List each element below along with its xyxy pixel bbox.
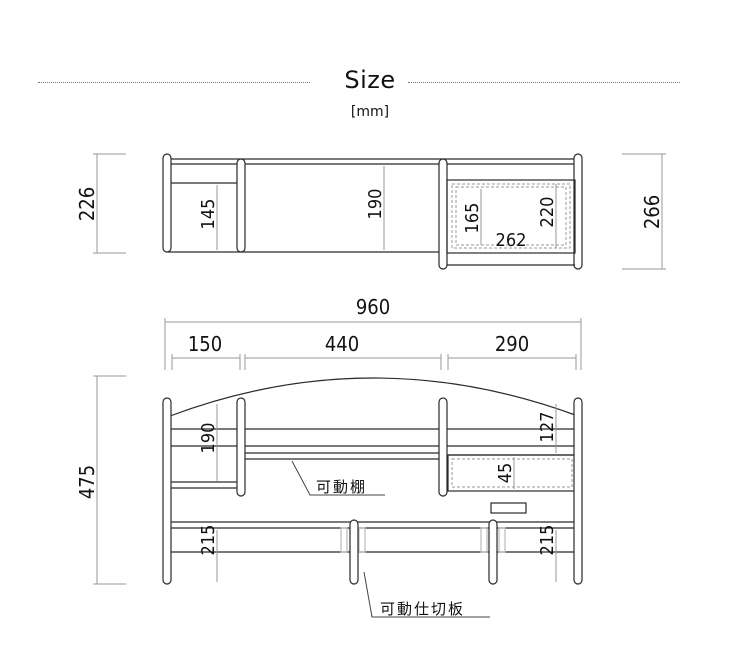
front-mid-left-post [236,397,246,497]
callout-movable-shelf-label: 可動棚 [316,478,367,496]
dim-440-label: 440 [325,332,359,356]
dim-145-label: 145 [198,199,219,230]
dim-290-label: 290 [495,332,529,356]
title-rule-left [38,82,310,83]
dim-475-label: 475 [75,465,99,499]
dim-215-left-label: 215 [198,525,219,556]
diagram-title: Size [344,66,396,94]
dim-150-label: 150 [188,332,222,356]
dim-165-label: 165 [462,203,483,234]
front-partition-right-shadow-2 [498,527,506,553]
front-drawer-handle [490,502,527,514]
dim-220-label: 220 [537,197,558,228]
front-partition-left [349,519,359,585]
dim-127-label: 127 [537,412,558,443]
callout-movable-partition-label: 可動仕切板 [380,600,465,618]
top-mid-right-post [438,158,448,270]
dim-190-top-label: 190 [365,189,386,220]
front-right-post [573,397,583,585]
top-mid-left-post [236,158,246,253]
dim-215-right-label: 215 [537,525,558,556]
dim-960-label: 960 [356,295,390,319]
front-partition-right [488,519,498,585]
dim-266-label: 266 [640,195,664,229]
top-left-post [162,153,172,253]
dim-226-label: 226 [75,187,99,221]
front-left-post [162,397,172,585]
front-mid-right-post [438,397,448,497]
front-arch-top [169,377,579,417]
front-view: 960 150 440 290 [75,295,583,618]
top-drawer-dashed-1 [451,183,571,249]
dim-45-label: 45 [495,463,516,484]
callout-movable-partition-leader [363,571,490,618]
unit-label: [mm] [350,104,390,120]
dim-262-label: 262 [496,230,527,251]
top-drawer-dashed-2 [455,186,567,246]
dim-190-front-label: 190 [198,423,219,454]
front-partition-left-shadow-2 [358,527,366,553]
title-rule-right [408,82,680,83]
top-view: 226 145 190 165 262 220 266 [75,153,666,270]
front-partition-right-shadow [480,527,488,553]
top-drawer-outline [446,179,576,254]
top-right-post [573,153,583,270]
front-partition-left-shadow [340,527,348,553]
front-drawer-dashed [451,458,573,488]
callout-movable-shelf-leader [291,460,385,496]
